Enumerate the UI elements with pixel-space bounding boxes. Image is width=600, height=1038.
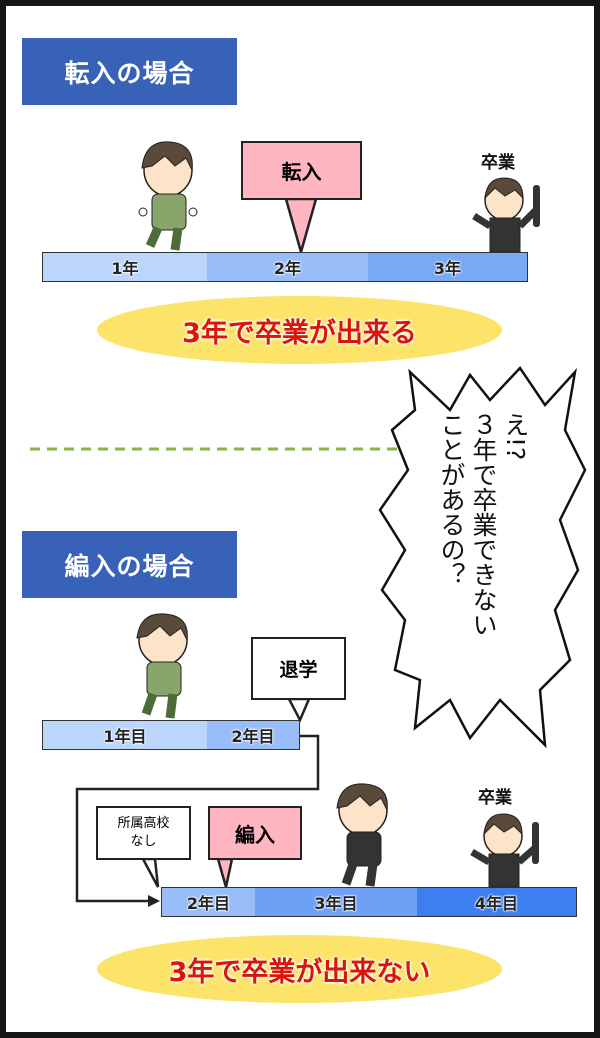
timeline-year-1: 1年目: [43, 721, 207, 749]
timeline-year-3: 3年: [368, 253, 527, 281]
student-walking-icon-3: [336, 783, 388, 887]
callout-no-school: 所属高校なし: [96, 806, 191, 860]
student-walking-icon-1: [138, 141, 198, 251]
callout-dropout: 退学: [251, 637, 346, 700]
shout-line-3: ことがあるの？: [437, 412, 466, 587]
callout-admission: 編入: [208, 806, 302, 860]
shout-line-2: ３年で卒業できない: [469, 412, 498, 637]
timeline-after: 2年目 3年目 4年目: [161, 887, 577, 917]
callout-transfer: 転入: [241, 141, 362, 200]
callout-tail-no-school: [140, 857, 160, 888]
timeline-before: 1年目 2年目: [42, 720, 300, 750]
student-walking-icon-2: [136, 613, 188, 719]
section-title-transfer: 転入の場合: [22, 38, 237, 105]
timeline-year-4: 4年目: [417, 888, 576, 916]
arrow-head-icon: [148, 895, 160, 907]
timeline-year-2: 2年目: [162, 888, 255, 916]
callout-tail-admission: [216, 857, 234, 888]
graduate-student-icon-1: [472, 177, 540, 253]
graduation-label-2: 卒業: [478, 788, 512, 808]
graduate-student-icon-2: [470, 813, 539, 888]
timeline-year-2: 2年目: [207, 721, 299, 749]
shout-text: え!? ３年で卒業できない ことがあるの？: [435, 412, 531, 712]
section-title-admission: 編入の場合: [22, 531, 237, 598]
result-cannot-graduate: 3年で卒業が出来ない: [97, 935, 502, 1003]
flow-arrow-line: [75, 734, 320, 903]
callout-tail-transfer: [284, 197, 318, 257]
graduation-label-1: 卒業: [481, 153, 515, 173]
timeline-year-3: 3年目: [255, 888, 417, 916]
shout-line-1: え!?: [501, 412, 530, 461]
result-can-graduate: 3年で卒業が出来る: [97, 296, 502, 364]
callout-tail-dropout: [286, 697, 311, 723]
shout-bubble: [378, 366, 587, 749]
timeline-year-1: 1年: [43, 253, 207, 281]
timeline-year-2: 2年: [207, 253, 368, 281]
timeline-transfer: 1年 2年 3年: [42, 252, 528, 282]
